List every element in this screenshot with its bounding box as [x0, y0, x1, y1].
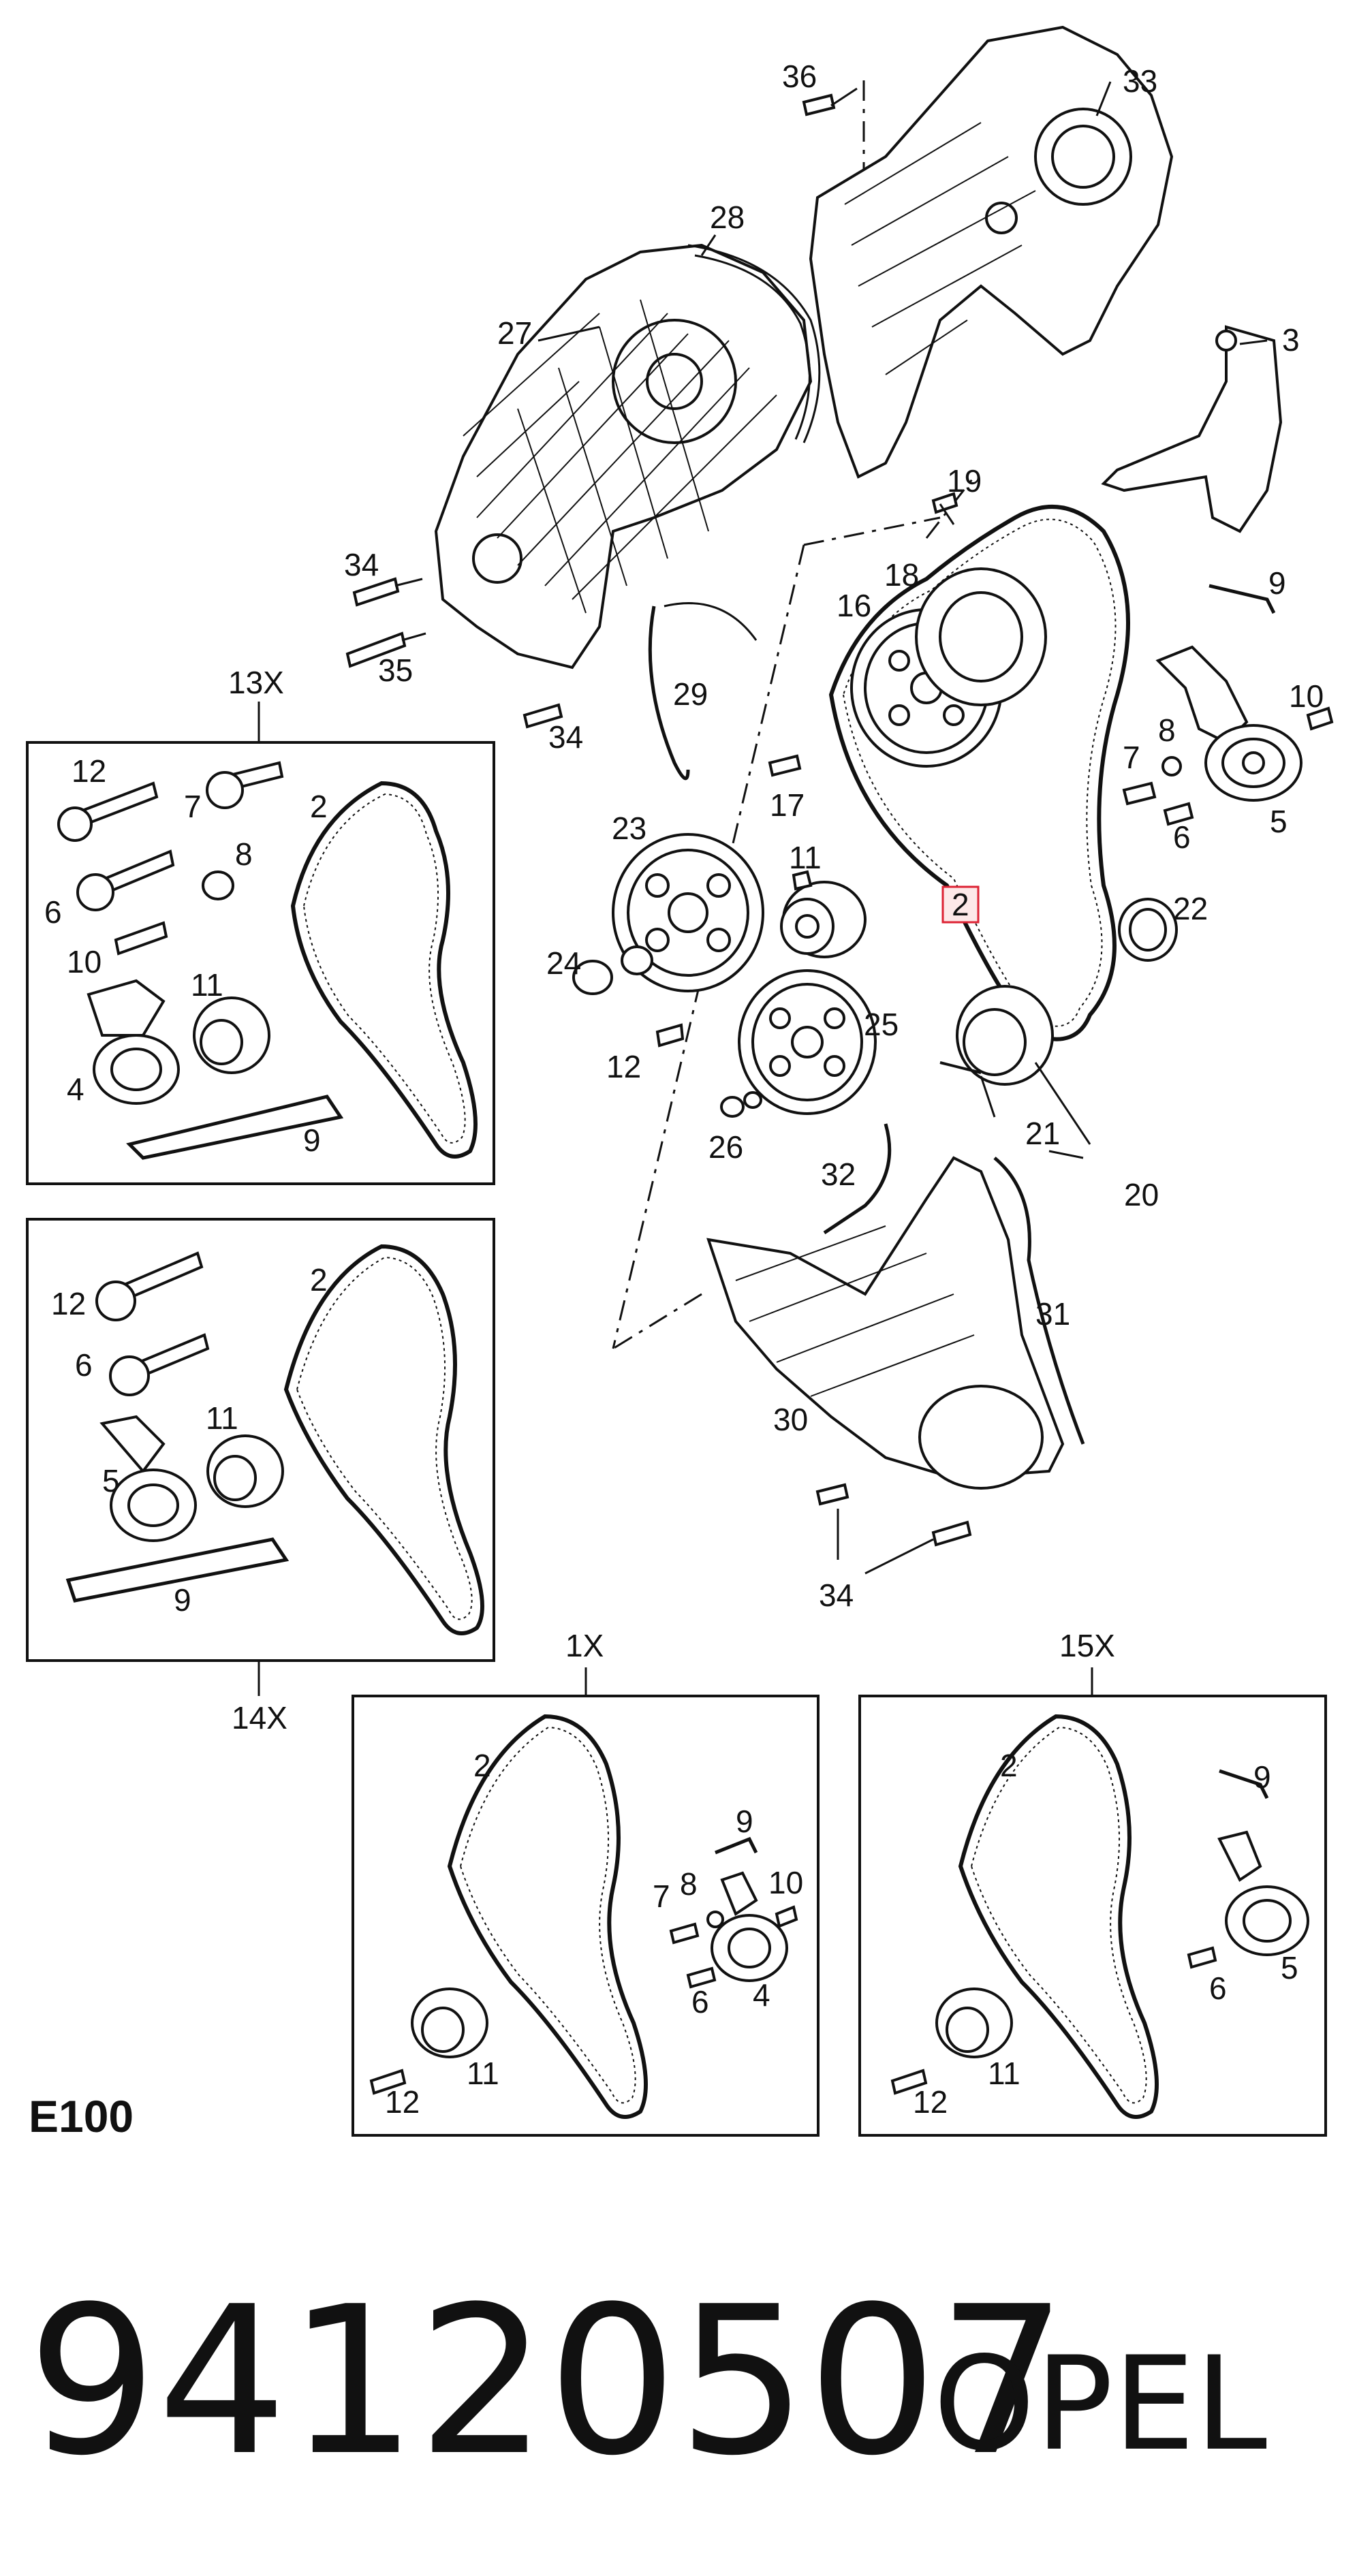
kit-1x-callout-11: 11 [467, 2056, 499, 2091]
callout-34b: 34 [548, 719, 583, 755]
kit-13x-callout-11: 11 [191, 967, 223, 1003]
kit-box-14x: 14X 12 2 6 11 5 9 [26, 1218, 495, 1735]
rear-timing-cover [809, 25, 1174, 479]
callout-35: 35 [378, 653, 413, 688]
intermediate-sprocket [612, 833, 764, 992]
cover-mount-bracket [823, 1123, 892, 1235]
kit-13x-callout-4: 4 [67, 1071, 84, 1107]
kit-1x-callout-9: 9 [736, 1804, 753, 1839]
kit-15x-callout-5: 5 [1281, 1950, 1298, 1985]
brand-name: OPEL [933, 2329, 1267, 2479]
kit-13x-callout-8: 8 [235, 836, 253, 872]
callout-8: 8 [1158, 712, 1176, 748]
kit-13x-title: 13X [228, 665, 284, 700]
kit-14x-callout-2: 2 [310, 1262, 328, 1298]
kit-13x-callout-10: 10 [67, 944, 102, 979]
callout-34a: 34 [344, 547, 379, 582]
callout-26: 26 [708, 1129, 743, 1165]
callout-5: 5 [1270, 804, 1288, 839]
crank-sprocket-large [738, 969, 877, 1115]
callout-34c: 34 [819, 1577, 854, 1613]
kit-1x-callout-12: 12 [385, 2084, 420, 2120]
kit-1x-callout-4: 4 [753, 1977, 770, 2013]
callout-16: 16 [837, 588, 871, 623]
lower-front-cover [706, 1156, 1065, 1490]
kit-box-1x: 1X 2 9 7 8 10 6 4 11 12 [352, 1628, 820, 2137]
kit-13x-callout-12: 12 [72, 753, 106, 789]
kit-14x-callout-6: 6 [75, 1347, 93, 1383]
callout-19: 19 [947, 463, 982, 499]
callout-11: 11 [789, 840, 822, 875]
belt-tensioner [1155, 645, 1303, 802]
callout-7: 7 [1123, 740, 1140, 775]
kit-1x-callout-7: 7 [653, 1879, 670, 1914]
callout-32: 32 [821, 1157, 856, 1192]
callout-23: 23 [612, 811, 646, 846]
kit-1x-callout-10: 10 [768, 1865, 803, 1900]
cover-seal [687, 244, 821, 443]
kit-13x-callout-9: 9 [303, 1122, 321, 1158]
callout-18: 18 [884, 557, 919, 593]
lower-cover-seal [993, 1157, 1085, 1445]
callout-25: 25 [864, 1007, 899, 1042]
kit-1x-callout-8: 8 [680, 1866, 698, 1902]
callout-3: 3 [1282, 322, 1300, 358]
kit-13x-callout-7: 7 [184, 789, 202, 824]
main-leader-lines [394, 81, 1268, 1575]
engine-bracket [1101, 325, 1283, 533]
callout-28: 28 [710, 200, 745, 235]
callout-30: 30 [773, 1402, 808, 1437]
kit-1x-callout-6: 6 [691, 1984, 709, 2020]
kit-15x-callout-9: 9 [1253, 1759, 1271, 1795]
callout-2-highlight [941, 885, 980, 924]
idler-pulley [780, 881, 867, 958]
kit-14x-callout-5: 5 [102, 1463, 120, 1498]
kit-box-13x: 13X 12 7 2 8 6 10 11 4 9 [26, 665, 495, 1185]
crankshaft-sprocket [956, 985, 1054, 1086]
tensioner-fasteners [1122, 584, 1334, 826]
kit-15x-callout-11: 11 [988, 2056, 1020, 2091]
kit-13x-callout-2: 2 [310, 789, 328, 824]
callout-12: 12 [606, 1049, 641, 1084]
kit-14x-title: 14X [232, 1700, 287, 1735]
kit-box-15x: 15X 2 9 6 5 11 12 [858, 1628, 1327, 2137]
crank-seal [1118, 898, 1178, 962]
kit-14x-callout-9: 9 [174, 1582, 191, 1618]
kit-15x-title: 15X [1059, 1628, 1115, 1663]
main-callouts: 36 33 28 27 3 19 18 16 9 34 35 29 34 7 8… [344, 59, 1324, 1613]
kit-15x-callout-12: 12 [913, 2084, 948, 2120]
small-fasteners [572, 870, 982, 1118]
callout-17: 17 [770, 787, 805, 823]
kit-14x-callout-11: 11 [206, 1400, 238, 1436]
part-number: 94120507 [27, 2263, 1067, 2500]
callout-9: 9 [1268, 565, 1286, 601]
kit-1x-callout-2: 2 [473, 1748, 491, 1783]
cam-hub [915, 567, 1047, 706]
cover-bolts [345, 93, 972, 1547]
kit-15x-callout-2: 2 [1000, 1748, 1018, 1783]
callout-22: 22 [1173, 891, 1208, 926]
belt-guide-strip [648, 602, 758, 781]
callout-6: 6 [1173, 819, 1191, 855]
callout-24: 24 [546, 945, 581, 981]
callout-20: 20 [1124, 1177, 1159, 1212]
kit-14x-callout-12: 12 [51, 1286, 86, 1321]
upper-front-cover [434, 243, 813, 670]
section-code: E100 [29, 2091, 134, 2141]
callout-29: 29 [673, 676, 708, 712]
kit-15x-callout-6: 6 [1209, 1970, 1227, 2006]
kit-1x-title: 1X [565, 1628, 604, 1663]
callout-27: 27 [497, 315, 532, 351]
callout-36: 36 [782, 59, 817, 94]
callout-10: 10 [1289, 678, 1324, 714]
callout-2: 2 [952, 887, 969, 922]
kit-13x-callout-6: 6 [44, 894, 62, 930]
callout-33: 33 [1123, 63, 1157, 99]
callout-21: 21 [1025, 1116, 1060, 1151]
callout-31: 31 [1035, 1296, 1070, 1332]
